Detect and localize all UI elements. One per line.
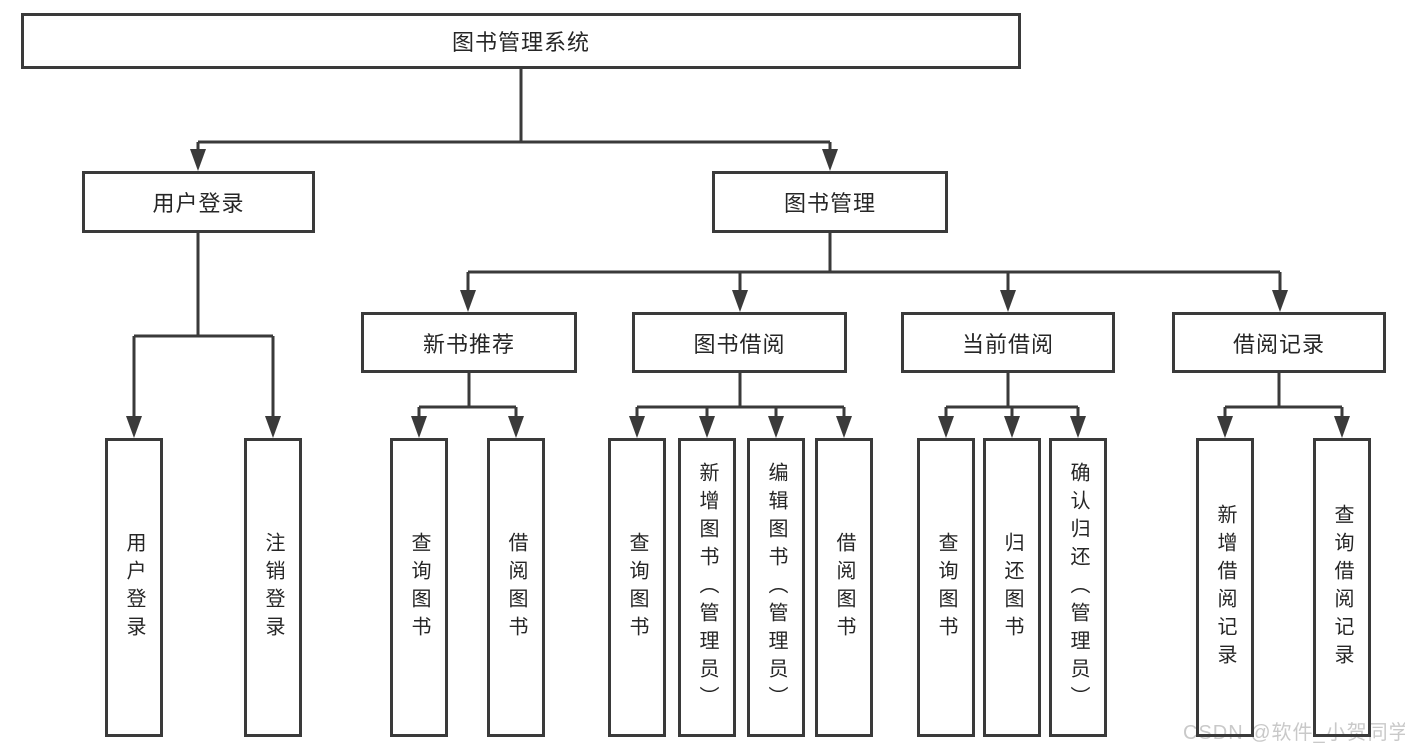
node-user-login: 用户登录 — [82, 171, 315, 233]
node-label: 新增图书（管理员） — [696, 461, 718, 714]
node-library-management-system: 图书管理系统 — [21, 13, 1021, 69]
node-label: 图书管理 — [783, 191, 876, 216]
arrowhead-icon — [508, 416, 524, 438]
node-label: 新书推荐 — [422, 331, 515, 357]
arrowhead-icon — [732, 290, 748, 312]
leaf-query-borrow-record: 查询借阅记录 — [1313, 438, 1371, 737]
leaf-edit-book-admin: 编辑图书（管理员） — [747, 438, 805, 737]
arrowhead-icon — [836, 416, 852, 438]
connector-lines — [132, 69, 1344, 427]
arrowhead-icon — [768, 416, 784, 438]
node-label: 查询借阅记录 — [1331, 503, 1353, 672]
arrowhead-icon — [1272, 290, 1288, 312]
leaf-add-borrow-record: 新增借阅记录 — [1196, 438, 1254, 737]
arrowhead-icon — [1070, 416, 1086, 438]
leaf-add-book-admin: 新增图书（管理员） — [678, 438, 736, 737]
leaf-query-book-3: 查询图书 — [917, 438, 975, 737]
watermark: CSDN @软件_小贺同学 — [1183, 722, 1405, 744]
node-borrow-records: 借阅记录 — [1172, 312, 1386, 373]
node-label: 新增借阅记录 — [1214, 503, 1236, 672]
arrowhead-icon — [1000, 290, 1016, 312]
arrowhead-icon — [629, 416, 645, 438]
arrowhead-icon — [1334, 416, 1350, 438]
leaf-query-book-1: 查询图书 — [390, 438, 448, 737]
arrowhead-icon — [190, 149, 206, 171]
leaf-borrow-book-2: 借阅图书 — [815, 438, 873, 737]
arrowhead-icon — [1217, 416, 1233, 438]
leaf-return-book: 归还图书 — [983, 438, 1041, 737]
leaf-confirm-return-admin: 确认归还（管理员） — [1049, 438, 1107, 737]
node-label: 图书管理系统 — [451, 30, 590, 55]
node-label: 当前借阅 — [961, 331, 1054, 357]
arrowhead-icon — [411, 416, 427, 438]
node-label: 确认归还（管理员） — [1067, 461, 1089, 714]
arrowhead-icon — [938, 416, 954, 438]
node-label: 借阅图书 — [505, 531, 527, 644]
node-label: 查询图书 — [408, 531, 430, 644]
node-book-management: 图书管理 — [712, 171, 948, 233]
node-label: 注销登录 — [262, 531, 284, 644]
arrowhead-icon — [1004, 416, 1020, 438]
node-label: 用户登录 — [123, 531, 145, 644]
arrowheads-group — [126, 149, 1350, 438]
node-current-borrow: 当前借阅 — [901, 312, 1115, 373]
node-label: 归还图书 — [1001, 531, 1023, 644]
leaf-user-login: 用户登录 — [105, 438, 163, 737]
node-label: 图书借阅 — [693, 331, 786, 357]
leaf-logout: 注销登录 — [244, 438, 302, 737]
node-new-book-recommend: 新书推荐 — [361, 312, 577, 373]
node-label: 用户登录 — [152, 191, 245, 216]
arrowhead-icon — [265, 416, 281, 438]
node-label: 编辑图书（管理员） — [765, 461, 787, 714]
arrowhead-icon — [126, 416, 142, 438]
node-book-borrow: 图书借阅 — [632, 312, 847, 373]
node-label: 查询图书 — [626, 531, 648, 644]
arrowhead-icon — [822, 149, 838, 171]
arrowhead-icon — [460, 290, 476, 312]
node-label: 查询图书 — [935, 531, 957, 644]
arrowhead-icon — [699, 416, 715, 438]
node-label: 借阅记录 — [1232, 331, 1325, 357]
node-label: 借阅图书 — [833, 531, 855, 644]
leaf-borrow-book-1: 借阅图书 — [487, 438, 545, 737]
leaf-query-book-2: 查询图书 — [608, 438, 666, 737]
